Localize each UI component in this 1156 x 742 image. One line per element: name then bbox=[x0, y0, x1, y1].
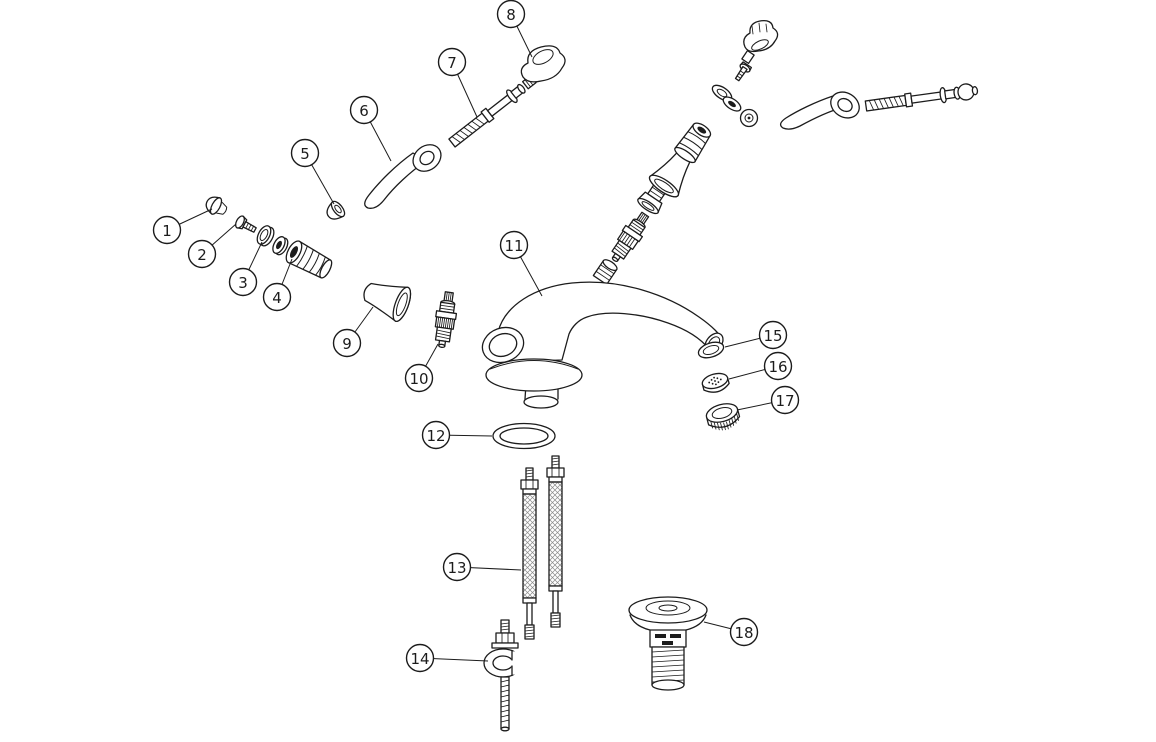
callout-circle bbox=[421, 420, 451, 450]
callout-number: 2 bbox=[197, 246, 207, 264]
part-cartridge bbox=[434, 291, 458, 349]
callout-circle bbox=[405, 643, 435, 673]
callout-circle bbox=[228, 267, 258, 297]
callout-circle bbox=[404, 363, 434, 393]
callout-number: 10 bbox=[409, 370, 428, 388]
callout-4: 4 bbox=[262, 258, 293, 312]
part-right-washer-2 bbox=[722, 96, 742, 112]
callout-12: 12 bbox=[421, 420, 493, 450]
part-right-lever bbox=[779, 91, 860, 130]
part-flexi-hose-left bbox=[520, 467, 539, 640]
callout-11: 11 bbox=[499, 230, 543, 297]
part-right-shroud bbox=[648, 152, 691, 198]
part-aerator-insert bbox=[701, 372, 730, 393]
part-washer bbox=[256, 225, 275, 247]
callout-circle bbox=[770, 385, 800, 415]
callout-number: 5 bbox=[300, 145, 310, 163]
callout-5: 5 bbox=[290, 138, 335, 205]
part-index-cap bbox=[205, 196, 228, 215]
callout-number: 4 bbox=[272, 289, 282, 307]
callout-number: 8 bbox=[506, 6, 516, 24]
part-right-spindle bbox=[864, 83, 979, 112]
callout-3: 3 bbox=[228, 241, 263, 297]
callout-16: 16 bbox=[728, 351, 793, 381]
part-aerator-washer bbox=[697, 341, 725, 359]
part-right-cartridge bbox=[611, 211, 650, 263]
callout-circle bbox=[290, 138, 320, 168]
callout-17: 17 bbox=[736, 385, 800, 415]
part-right-knob bbox=[741, 20, 779, 65]
callout-9: 9 bbox=[332, 306, 374, 358]
callout-14: 14 bbox=[405, 643, 489, 673]
callout-number: 9 bbox=[342, 335, 352, 353]
callout-circle bbox=[496, 0, 526, 29]
callout-circle bbox=[729, 617, 759, 647]
callout-circle bbox=[437, 47, 467, 77]
callout-7: 7 bbox=[437, 47, 478, 118]
part-aerator-housing bbox=[705, 403, 741, 431]
callout-1: 1 bbox=[152, 208, 213, 245]
part-right-screw bbox=[734, 61, 753, 82]
callout-circle bbox=[262, 282, 292, 312]
callout-circle bbox=[499, 230, 529, 260]
callout-number: 15 bbox=[763, 327, 782, 345]
callout-number: 6 bbox=[359, 102, 369, 120]
part-handle-adapter bbox=[285, 240, 333, 279]
part-grub-screw bbox=[235, 215, 257, 233]
part-basin-waste bbox=[628, 596, 708, 691]
callout-13: 13 bbox=[442, 552, 522, 582]
callout-15: 15 bbox=[724, 320, 788, 350]
part-seal-ring bbox=[272, 236, 289, 256]
callout-number: 17 bbox=[775, 392, 794, 410]
part-fixing-kit bbox=[483, 619, 526, 732]
part-o-ring bbox=[492, 422, 556, 450]
part-lever-handle bbox=[364, 144, 442, 209]
callout-circle bbox=[763, 351, 793, 381]
part-handle-knob bbox=[520, 45, 566, 90]
callout-number: 16 bbox=[768, 358, 787, 376]
callout-number: 13 bbox=[447, 559, 466, 577]
callout-number: 11 bbox=[504, 237, 523, 255]
callout-circle bbox=[349, 95, 379, 125]
part-dome-cap bbox=[326, 200, 346, 220]
part-flexi-hose-right bbox=[546, 455, 565, 628]
callout-8: 8 bbox=[496, 0, 533, 58]
part-right-hub bbox=[674, 122, 712, 164]
part-right-disc bbox=[739, 108, 759, 128]
callout-number: 14 bbox=[410, 650, 429, 668]
part-spindle bbox=[448, 83, 526, 148]
part-shroud bbox=[363, 282, 412, 323]
callout-circle bbox=[442, 552, 472, 582]
callout-2: 2 bbox=[187, 223, 237, 269]
callout-number: 12 bbox=[426, 427, 445, 445]
callout-number: 18 bbox=[734, 624, 753, 642]
callout-10: 10 bbox=[404, 343, 439, 393]
callout-number: 7 bbox=[447, 54, 457, 72]
part-faucet-body bbox=[481, 259, 724, 409]
callout-18: 18 bbox=[703, 617, 759, 647]
callout-circle bbox=[332, 328, 362, 358]
callout-number: 1 bbox=[162, 222, 172, 240]
callout-number: 3 bbox=[238, 274, 248, 292]
callout-6: 6 bbox=[349, 95, 392, 162]
callout-circle bbox=[152, 215, 182, 245]
callout-circle bbox=[187, 239, 217, 269]
callout-circle bbox=[758, 320, 788, 350]
